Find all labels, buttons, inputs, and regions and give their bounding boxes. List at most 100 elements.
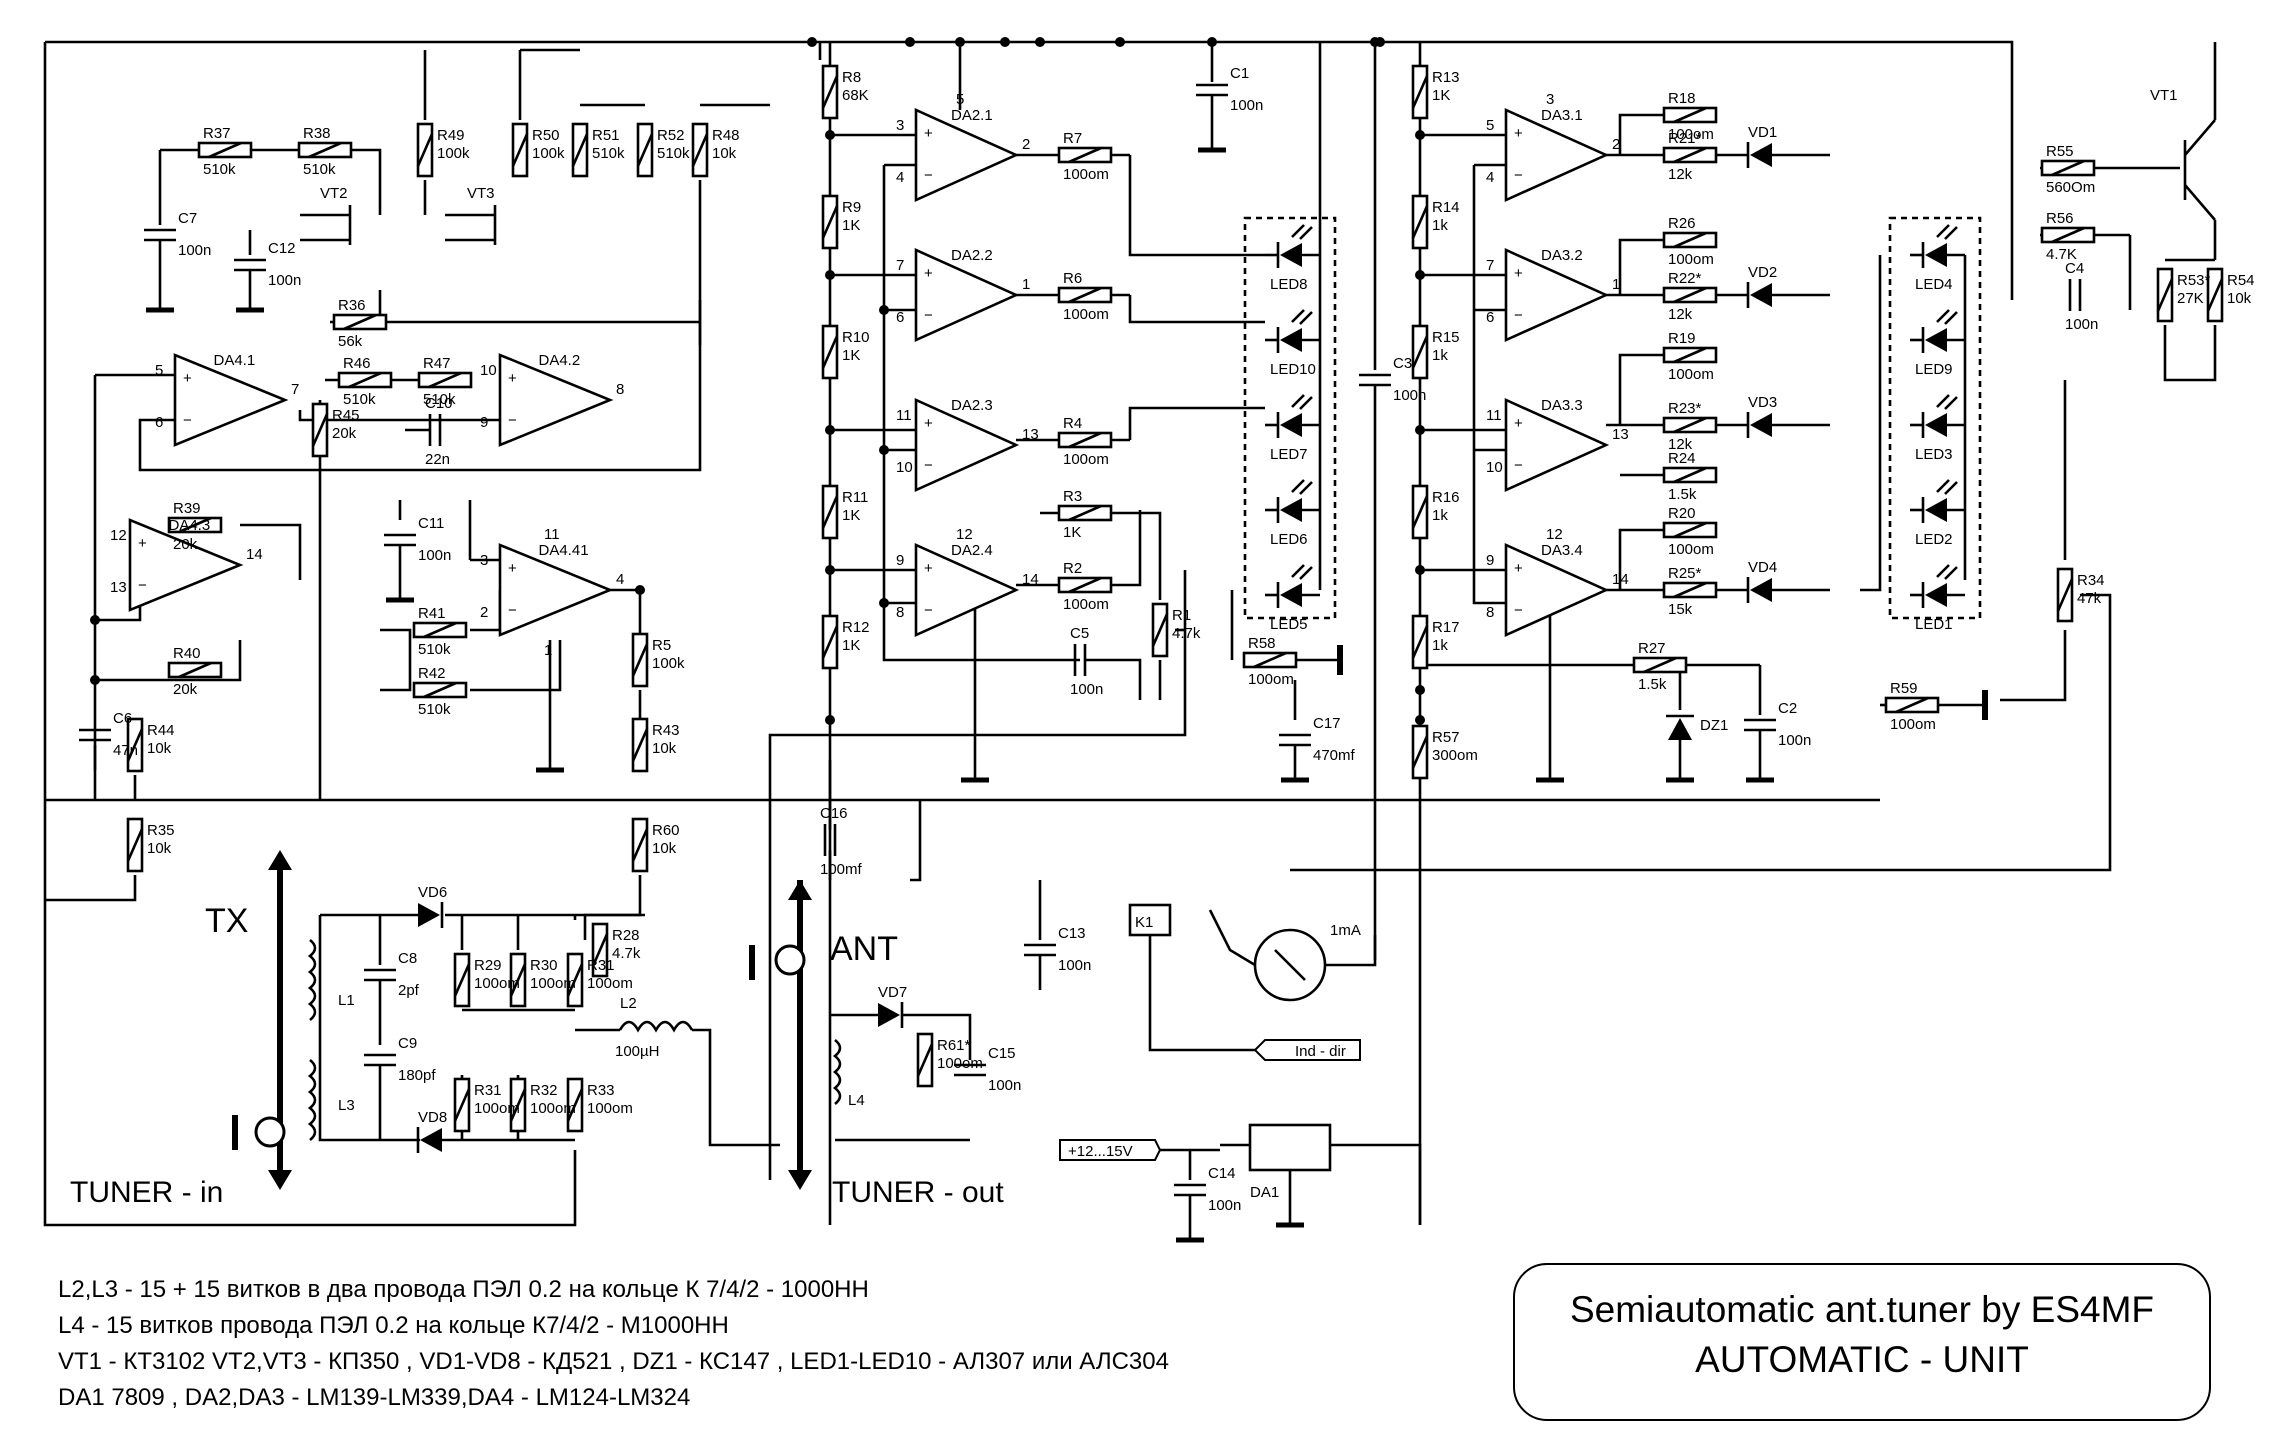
- resistor-r8: [821, 64, 839, 120]
- wire: [770, 40, 2014, 300]
- capacitor-c4: [2068, 279, 2082, 311]
- capacitor-value: 100n: [2065, 316, 2098, 333]
- resistor-value: 12k: [1668, 436, 1693, 453]
- resistor-r30: [509, 952, 527, 1008]
- minus-sign: −: [1514, 307, 1523, 324]
- resistor-ref: R12: [842, 619, 870, 636]
- resistor-r38: [297, 141, 353, 159]
- wire: [692, 1028, 780, 1147]
- minus-sign: −: [1514, 602, 1523, 619]
- resistor-r45: [311, 402, 329, 458]
- opamp-ref: DA4.3: [169, 517, 211, 534]
- schematic-labels: R868KR91KR101KR111KR121K+−DA2.13425+−DA2…: [70, 65, 2255, 1214]
- led-group-right: [1888, 216, 1982, 620]
- pin-number: 5: [1486, 117, 1494, 134]
- resistor-value: 100om: [474, 1100, 520, 1117]
- capacitor-value: 2pf: [398, 982, 420, 999]
- resistor-r4: [1057, 431, 1113, 449]
- plus-sign: +: [1514, 265, 1523, 282]
- inductor-value: 100µH: [615, 1043, 660, 1060]
- capacitor-c11: [384, 533, 416, 547]
- pin-number: 13: [1612, 426, 1629, 443]
- resistor-ref: R34: [2077, 572, 2105, 589]
- resistor-r48: [691, 122, 709, 178]
- resistor-r16: [1411, 484, 1429, 540]
- resistor-r37: [197, 141, 253, 159]
- pin-number: 9: [480, 414, 488, 431]
- diode-ref: VD4: [1748, 559, 1777, 576]
- resistor-value: 100om: [937, 1055, 983, 1072]
- resistor-r47: [417, 371, 473, 389]
- resistor-ref: R7: [1063, 130, 1082, 147]
- opamp-da3-3: [1504, 397, 1610, 493]
- led-ref: LED3: [1915, 446, 1953, 463]
- plus-sign: +: [1514, 560, 1523, 577]
- capacitor-ref: C14: [1208, 1165, 1236, 1182]
- junction-dot: [825, 715, 835, 725]
- resistor-ref: R14: [1432, 199, 1460, 216]
- ground-symbol: [236, 300, 264, 313]
- opamp-ref: DA2.2: [951, 247, 993, 264]
- led-led4: [1921, 224, 1958, 268]
- pin-number: 4: [1486, 169, 1494, 186]
- resistor-ref: R40: [173, 645, 201, 662]
- wire: [318, 915, 420, 1142]
- pin-number: 10: [480, 362, 497, 379]
- resistor-value: 510k: [343, 391, 376, 408]
- resistor-value: 10k: [712, 145, 737, 162]
- minus-sign: −: [924, 167, 933, 184]
- capacitor-value: 100n: [1393, 387, 1426, 404]
- opamp-da2-1: [914, 107, 1020, 203]
- inductor-l1: [307, 938, 317, 1022]
- resistor-r2: [1057, 576, 1113, 594]
- capacitor-value: 100n: [1208, 1197, 1241, 1214]
- wire: [2000, 630, 2067, 702]
- junction-dot: [1415, 685, 1425, 695]
- opamp-ref: DA2.1: [951, 107, 993, 124]
- plus-sign: +: [924, 560, 933, 577]
- resistor-ref: R52: [657, 127, 685, 144]
- resistor-value: 27K: [2177, 290, 2204, 307]
- pin-number: 9: [1486, 552, 1494, 569]
- opamp-da4-1: [173, 353, 289, 447]
- capacitor-c7: [144, 228, 176, 242]
- minus-sign: −: [183, 412, 192, 429]
- wire: [1618, 528, 1664, 590]
- resistor-r46: [337, 371, 393, 389]
- opamp-ref: DA3.3: [1541, 397, 1583, 414]
- resistor-ref: R47: [423, 355, 451, 372]
- resistor-r29: [453, 952, 471, 1008]
- opamp-da2-2: [914, 247, 1020, 343]
- resistor-value: 100om: [1668, 251, 1714, 268]
- led-led2: [1921, 479, 1958, 523]
- resistor-r52: [636, 122, 654, 178]
- diode-vd2: [1746, 282, 1772, 308]
- junction-dot: [90, 615, 100, 625]
- resistor-r31: [453, 1077, 471, 1133]
- capacitor-ref: C3: [1393, 355, 1412, 372]
- note-line-2: L4 - 15 витков провода ПЭЛ 0.2 на кольце…: [58, 1312, 729, 1339]
- resistor-r39: [167, 516, 223, 534]
- resistor-r35: [126, 817, 144, 873]
- resistor-value: 4.7k: [1172, 625, 1201, 642]
- resistor-ref: R1: [1172, 607, 1191, 624]
- resistor-ref: R8: [842, 69, 861, 86]
- led-ref: LED8: [1270, 276, 1308, 293]
- capacitor-ref: C15: [988, 1045, 1016, 1062]
- pin-number: 13: [1022, 426, 1039, 443]
- resistor-r57: [1411, 724, 1429, 780]
- regulator-da1: [1248, 1123, 1332, 1172]
- resistor-r28: [591, 922, 609, 978]
- resistor-value: 1k: [1432, 507, 1448, 524]
- resistor-ref: R46: [343, 355, 371, 372]
- pin-number: 4: [616, 571, 624, 588]
- wire: [1860, 255, 1882, 592]
- tx-arrow-up: [268, 850, 292, 870]
- led-led3: [1921, 394, 1958, 438]
- plus-sign: +: [1514, 415, 1523, 432]
- resistor-value: 300om: [1432, 747, 1478, 764]
- capacitor-ref: C6: [113, 710, 132, 727]
- inductor-ref: L1: [338, 992, 355, 1009]
- wire: [95, 640, 242, 682]
- resistor-value: 1.5k: [1668, 486, 1697, 503]
